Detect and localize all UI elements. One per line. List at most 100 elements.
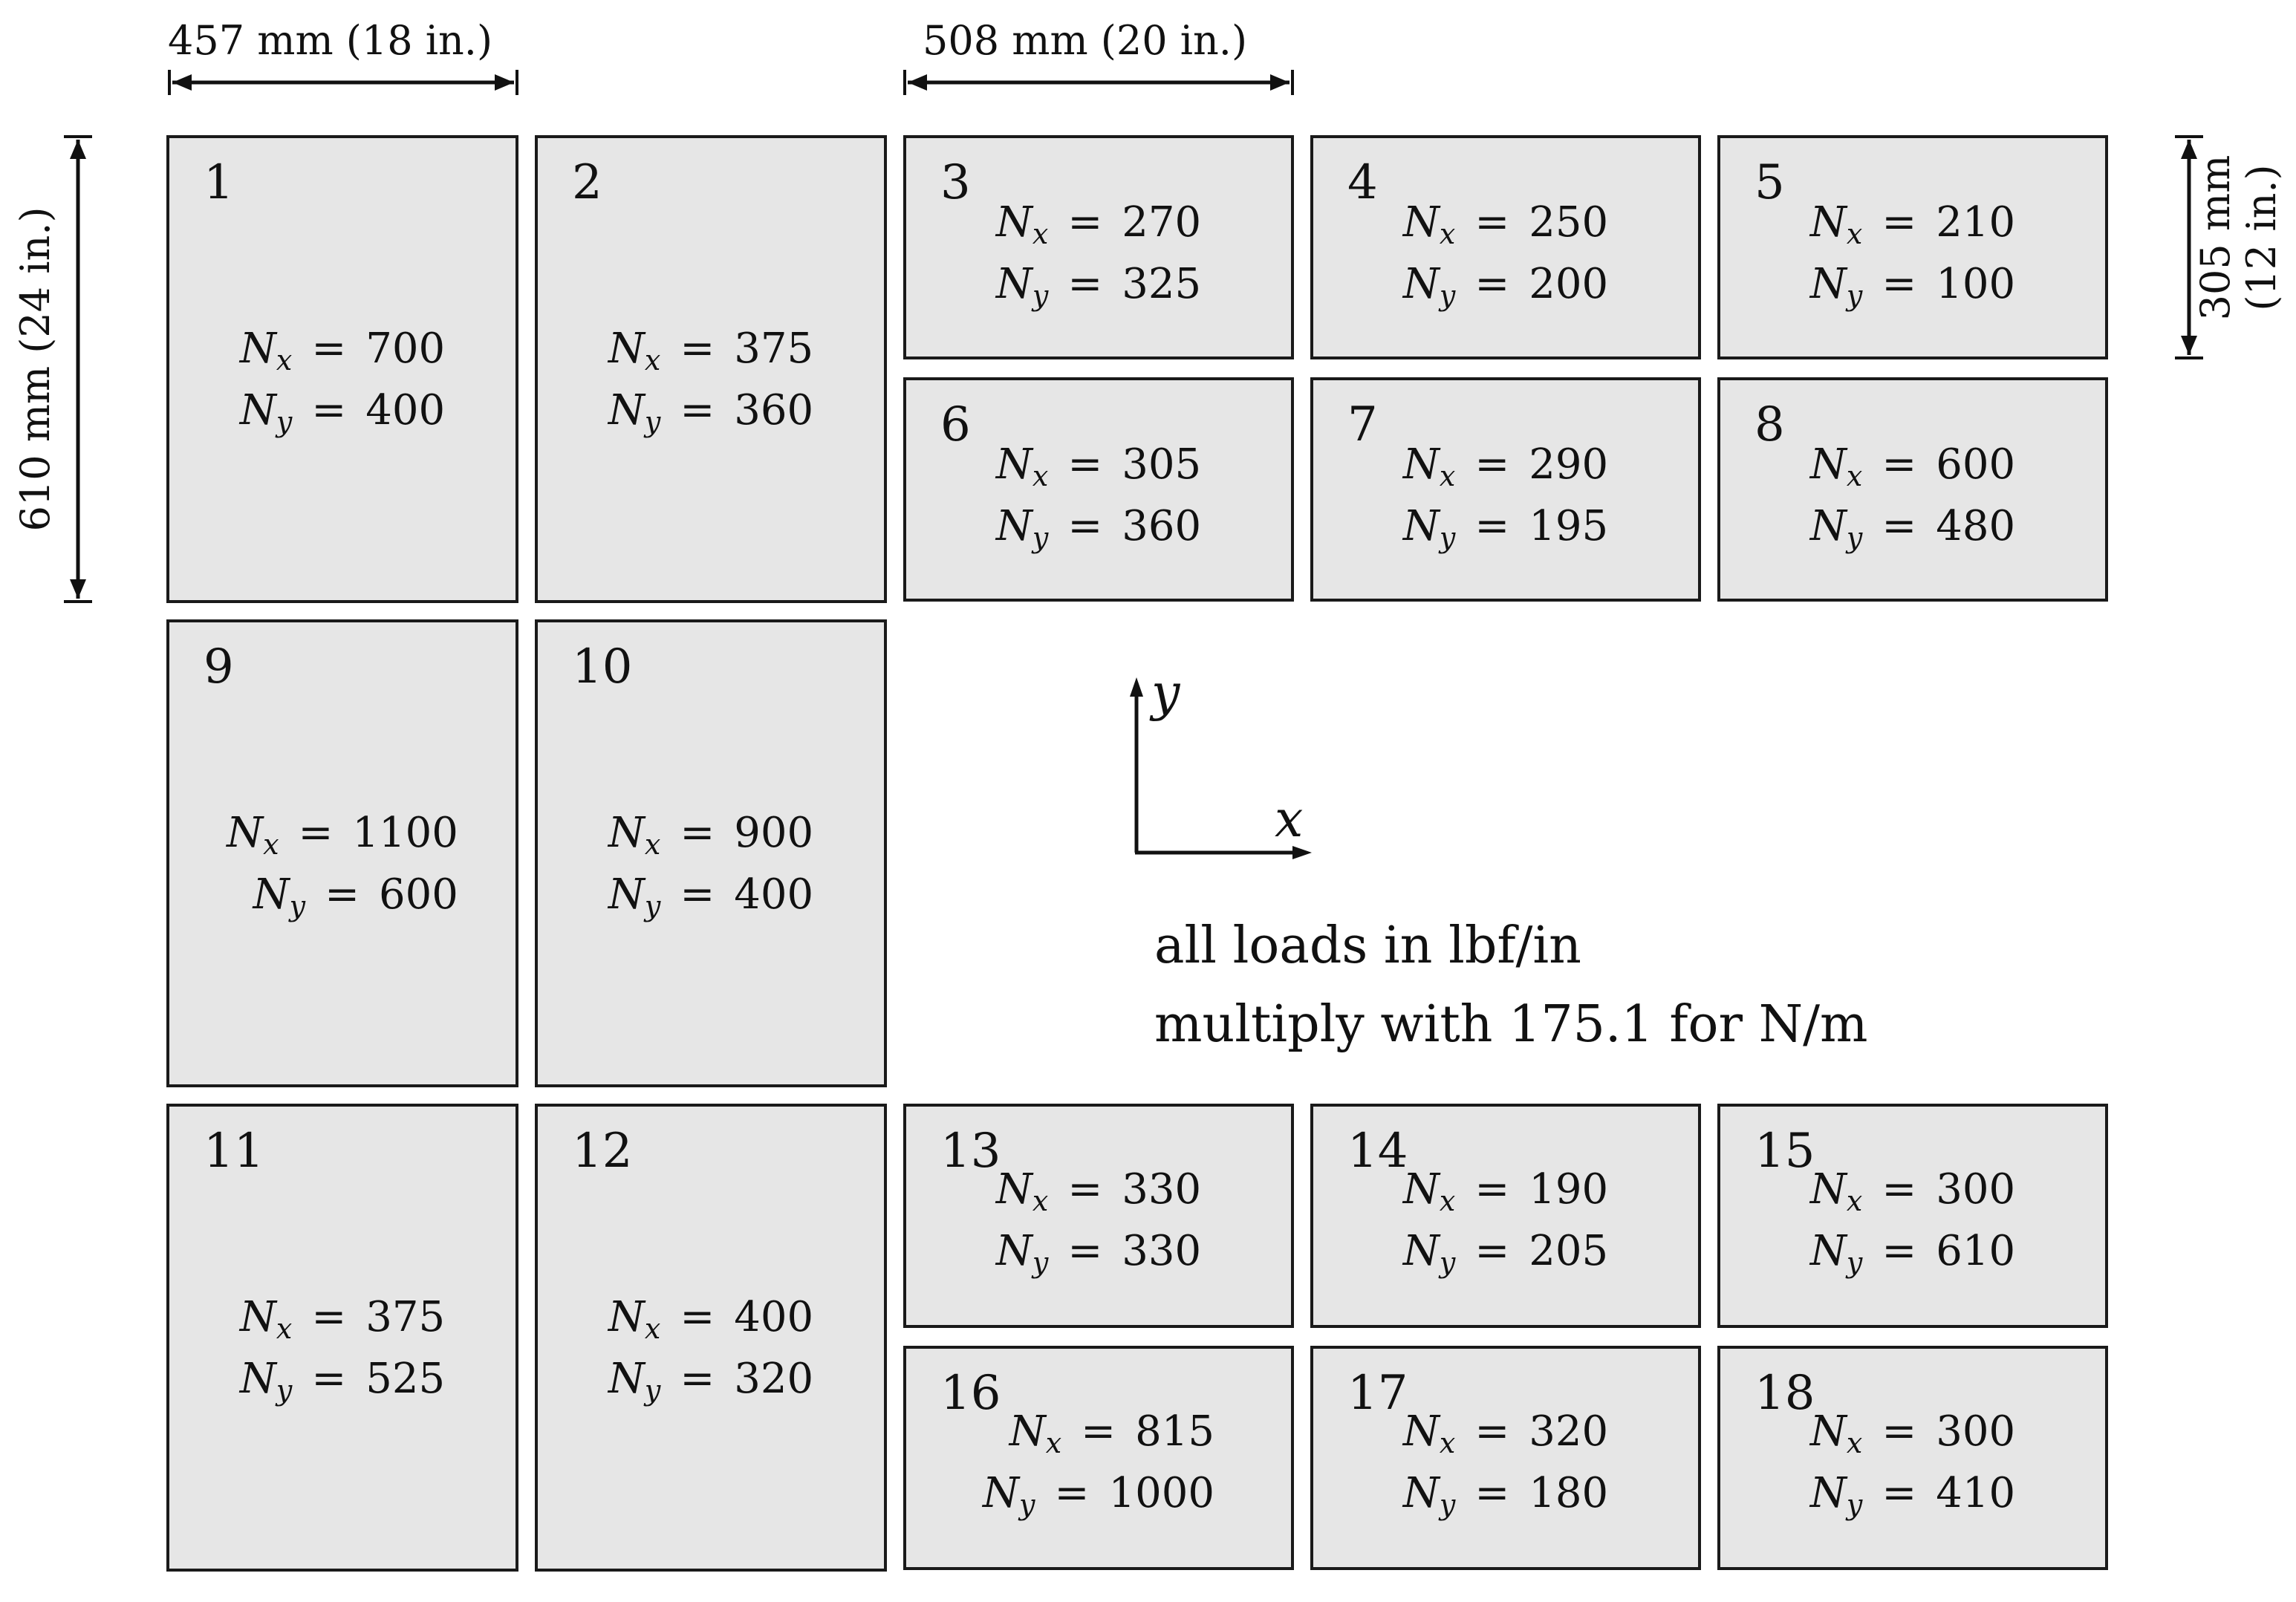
load-nx: Nx=210 [1810, 198, 2015, 259]
load-ny: Ny=410 [1810, 1468, 2015, 1530]
equals-sign: = [1474, 440, 1510, 489]
conversion-note: multiply with 175.1 for N/m [1154, 995, 1868, 1054]
equals-sign: = [1474, 1469, 1510, 1517]
load-value-ny: 360 [1122, 502, 1202, 550]
load-subscript: y [1846, 1246, 1863, 1279]
dimension-label-457mm: 457 mm (18 in.) [168, 17, 493, 64]
equals-sign: = [311, 386, 347, 434]
load-value-ny: 180 [1529, 1469, 1609, 1517]
load-subscript: y [1439, 521, 1456, 554]
panel-number: 15 [1754, 1124, 1815, 1179]
equals-sign: = [1081, 1407, 1116, 1456]
load-symbol: N [1402, 1469, 1440, 1517]
units-note: all loads in lbf/in [1154, 916, 1581, 975]
load-ny: Ny=330 [996, 1226, 1201, 1288]
equals-sign: = [1067, 1165, 1103, 1214]
load-subscript: y [644, 890, 661, 922]
dimension-label-305mm-line2: (12 in.) [2238, 164, 2285, 311]
load-symbol: N [253, 870, 290, 919]
panel-number: 18 [1754, 1366, 1815, 1421]
load-symbol: N [239, 1293, 276, 1341]
load-subscript: y [289, 890, 306, 922]
load-value-nx: 270 [1122, 198, 1202, 247]
equals-sign: = [680, 1293, 715, 1341]
load-value-ny: 330 [1122, 1227, 1202, 1275]
load-nx: Nx=375 [240, 1292, 445, 1354]
load-value-nx: 300 [1936, 1407, 2016, 1456]
panel-number: 6 [940, 397, 971, 452]
panel-number: 4 [1347, 155, 1378, 210]
load-value-ny: 100 [1936, 260, 2016, 308]
load-subscript: y [644, 1374, 661, 1407]
load-symbol: N [608, 386, 645, 434]
load-value-nx: 210 [1936, 198, 2016, 247]
dimension-arrow-610mm [64, 135, 92, 603]
load-subscript: y [1846, 1488, 1863, 1521]
load-nx: Nx=815 [983, 1407, 1214, 1468]
panel-number: 3 [940, 155, 971, 210]
load-symbol: N [1009, 1407, 1046, 1456]
load-ny: Ny=200 [1403, 259, 1608, 321]
load-nx: Nx=600 [1810, 440, 2015, 501]
load-value-ny: 320 [734, 1355, 814, 1403]
equals-sign: = [1474, 198, 1510, 247]
load-value-nx: 400 [734, 1293, 814, 1341]
load-value-nx: 320 [1529, 1407, 1609, 1456]
load-symbol: N [239, 386, 276, 434]
load-symbol: N [1809, 502, 1847, 550]
equals-sign: = [1474, 502, 1510, 550]
load-ny: Ny=100 [1810, 259, 2015, 321]
dimension-label-305mm: 305 mm (12 in.) [2192, 155, 2285, 321]
load-ny: Ny=360 [608, 385, 813, 447]
load-subscript: x [1439, 460, 1456, 492]
dimension-label-610mm: 610 mm (24 in.) [12, 206, 59, 532]
load-subscript: x [1045, 1427, 1062, 1459]
load-symbol: N [608, 870, 645, 919]
load-symbol: N [1402, 440, 1440, 489]
load-value-nx: 600 [1936, 440, 2016, 489]
coordinate-axes [1130, 677, 1312, 859]
load-value-ny: 600 [379, 870, 458, 919]
panel-number: 16 [940, 1366, 1001, 1421]
load-subscript: y [1019, 1488, 1035, 1521]
load-subscript: x [644, 344, 661, 377]
equals-sign: = [1474, 1407, 1510, 1456]
load-ny: Ny=610 [1810, 1226, 2015, 1288]
load-value-ny: 360 [734, 386, 814, 434]
load-value-ny: 610 [1936, 1227, 2016, 1275]
load-subscript: x [644, 828, 661, 861]
load-subscript: x [644, 1312, 661, 1345]
load-symbol: N [995, 198, 1032, 247]
load-value-ny: 325 [1122, 260, 1202, 308]
equals-sign: = [311, 325, 347, 373]
load-symbol: N [995, 1165, 1032, 1214]
load-value-ny: 1000 [1108, 1469, 1214, 1517]
panel-number: 5 [1754, 155, 1785, 210]
load-nx: Nx=900 [608, 808, 813, 870]
panel-number: 12 [572, 1124, 633, 1179]
load-value-ny: 525 [365, 1355, 446, 1403]
load-subscript: x [1032, 1185, 1049, 1217]
load-symbol: N [608, 809, 645, 857]
load-subscript: x [1439, 1185, 1456, 1217]
load-value-nx: 1100 [352, 809, 458, 857]
equals-sign: = [1882, 260, 1917, 308]
load-subscript: x [276, 1312, 293, 1345]
load-ny: Ny=400 [608, 870, 813, 931]
load-nx: Nx=300 [1810, 1407, 2015, 1468]
